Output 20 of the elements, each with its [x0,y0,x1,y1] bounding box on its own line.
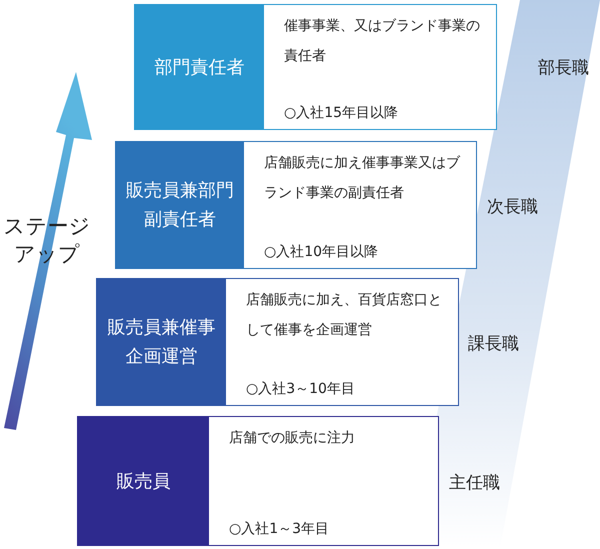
tenure-note: ○入社1～3年目 [229,520,330,539]
tenure-note: ○入社3～10年目 [246,380,355,399]
rank-label: 部長職 [538,57,589,79]
position-title: 販売員兼催事企画運営 [106,316,216,369]
tier-box [77,416,439,546]
position-title: 販売員兼部門副責任者 [125,179,235,232]
duty-description: 店舗販売に加え催事事業又はブランド事業の副責任者 [264,154,462,203]
duty-description: 店舗販売に加え、百貨店窓口として催事を企画運営 [246,291,443,340]
position-title: 販売員 [116,470,170,494]
tenure-note: ○入社10年目以降 [264,243,378,262]
rank-label: 主任職 [449,472,500,494]
rank-label: 次長職 [487,196,538,218]
tenure-note: ○入社15年目以降 [284,104,398,123]
tier-box [96,278,459,406]
duty-description: 店舗での販売に注力 [229,429,356,448]
rank-label: 課長職 [468,333,519,355]
tier-box [115,141,477,269]
tier-box [134,4,497,130]
duty-description: 催事事業、又はブランド事業の責任者 [284,17,481,66]
position-title: 部門責任者 [154,56,244,80]
